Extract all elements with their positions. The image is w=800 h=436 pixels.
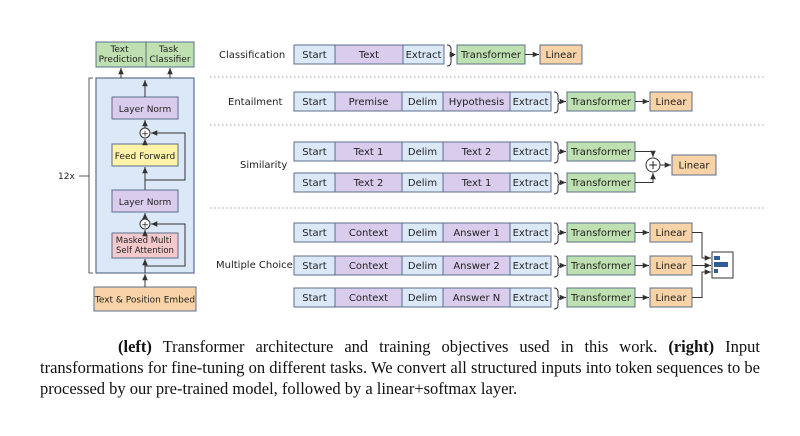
classification-token-1-label: Text <box>358 50 379 61</box>
caption-right-label: (right) <box>668 337 715 356</box>
task-label-entailment: Entailment <box>228 97 282 108</box>
similarity_1-token-4 <box>509 141 552 162</box>
similarity-add-label: + <box>648 158 658 172</box>
classification-transformer-label: Transformer <box>460 50 522 61</box>
mc-transformer-2-label: Transformer <box>570 261 632 272</box>
caption-left-text: Transformer architecture and training ob… <box>151 337 669 356</box>
bracket <box>446 44 455 67</box>
flow-arrow <box>692 269 711 298</box>
mc_1-token-1-label: Context <box>349 228 388 239</box>
mc-transformer-1-label: Transformer <box>570 228 632 239</box>
mc_3-token-0-label: Start <box>302 293 327 304</box>
softmax-bar-icon <box>714 256 720 260</box>
similarity_2-token-4-label: Extract <box>513 178 549 189</box>
bracket <box>553 91 562 114</box>
entailment-transformer-label: Transformer <box>570 97 632 108</box>
entailment-linear <box>649 91 693 112</box>
mc-linear-3-label: Linear <box>655 293 687 304</box>
classification-token-2-label: Extract <box>406 50 442 61</box>
caption-left-label: (left) <box>118 337 152 356</box>
mc_2-token-4-label: Extract <box>513 261 549 272</box>
classification-linear <box>539 44 583 65</box>
mc_1-token-0-label: Start <box>302 228 327 239</box>
flow-arrow <box>635 173 656 183</box>
mc_3-token-3-label: Answer N <box>453 293 501 304</box>
residual-add-top-label: + <box>141 130 149 140</box>
bracket <box>553 141 562 164</box>
caption-right-text: Input transformations for fine-tuning on… <box>40 337 760 398</box>
entailment-token-4 <box>509 91 552 112</box>
mc-linear-2-label: Linear <box>655 261 687 272</box>
similarity-transformer-2-label: Transformer <box>570 178 632 189</box>
mc_2-token-2-label: Delim <box>408 261 437 272</box>
task-label-classification: Classification <box>219 50 285 61</box>
mc_2-token-0-label: Start <box>302 261 327 272</box>
feed-forward-label: Feed Forward <box>115 152 176 162</box>
mc_1-token-3-label: Answer 1 <box>453 228 499 239</box>
residual-add-bottom-label: + <box>141 221 149 231</box>
flow-arrow <box>635 150 656 157</box>
layer-norm-top-label: Layer Norm <box>119 105 172 115</box>
entailment-token-1-label: Premise <box>349 97 389 108</box>
layer-norm-bottom-label: Layer Norm <box>119 198 172 208</box>
similarity_2-token-0-label: Start <box>302 178 327 189</box>
layer-norm-bottom <box>111 189 179 213</box>
similarity_1-token-2-label: Delim <box>408 147 437 158</box>
softmax-bar-icon <box>714 269 718 273</box>
repeat-count: 12x <box>58 172 75 182</box>
masked-self-attention-label: Masked Multi Self Attention <box>116 236 174 256</box>
bracket <box>553 287 562 310</box>
similarity-linear <box>671 154 717 176</box>
mc_2-token-1-label: Context <box>349 261 388 272</box>
similarity_2-token-2-label: Delim <box>408 178 437 189</box>
bracket <box>553 255 562 278</box>
softmax-bar-icon <box>714 262 728 267</box>
bracket <box>553 222 562 245</box>
bracket <box>553 172 562 195</box>
entailment-token-3-label: Hypothesis <box>449 97 505 108</box>
entailment-token-0-label: Start <box>302 97 327 108</box>
similarity_2-token-3-label: Text 1 <box>461 178 492 189</box>
text-prediction-label: Text Prediction <box>99 45 144 65</box>
similarity_2-token-1-label: Text 2 <box>353 178 384 189</box>
task-label-multiple_choice: Multiple Choice <box>216 260 293 271</box>
entailment-token-4-label: Extract <box>513 97 549 108</box>
mc_3-token-4 <box>509 287 552 308</box>
mc_3-token-4-label: Extract <box>513 293 549 304</box>
mc-transformer-3-label: Transformer <box>570 293 632 304</box>
similarity_1-token-0-label: Start <box>302 147 327 158</box>
classification-token-2 <box>402 44 445 65</box>
masked-self-attention-block <box>111 232 179 259</box>
flow-arrow <box>692 232 711 261</box>
text-position-embed-label: Text & Position Embed <box>94 296 195 306</box>
task-classifier-head <box>145 41 195 68</box>
text-prediction-head <box>95 41 147 68</box>
mc_1-token-4 <box>509 222 552 243</box>
task-label-similarity: Similarity <box>240 160 287 171</box>
mc_1-token-2-label: Delim <box>408 228 437 239</box>
mc_2-token-3-label: Answer 2 <box>453 261 499 272</box>
similarity_1-token-1-label: Text 1 <box>353 147 384 158</box>
figure-caption: (left) Transformer architecture and trai… <box>40 336 760 399</box>
mc_3-token-1-label: Context <box>349 293 388 304</box>
task-classifier-label: Task Classifier <box>149 45 190 65</box>
gpt-diagram: Text Prediction Task Classifier Layer No… <box>58 41 765 312</box>
text-position-embed <box>93 286 197 312</box>
similarity-transformer-1-label: Transformer <box>570 147 632 158</box>
classification-linear-label: Linear <box>545 50 577 61</box>
transformer-architecture: Text Prediction Task Classifier Layer No… <box>58 41 197 312</box>
similarity_1-token-3-label: Text 2 <box>461 147 492 158</box>
mc-linear-1-label: Linear <box>655 228 687 239</box>
entailment-token-2-label: Delim <box>408 97 437 108</box>
classification-token-0-label: Start <box>302 50 327 61</box>
mc_3-token-2-label: Delim <box>408 293 437 304</box>
entailment-linear-label: Linear <box>655 97 687 108</box>
similarity-linear-label: Linear <box>678 161 710 172</box>
mc_1-token-4-label: Extract <box>513 228 549 239</box>
similarity_1-token-4-label: Extract <box>513 147 549 158</box>
similarity_2-token-4 <box>509 172 552 193</box>
mc_2-token-4 <box>509 255 552 276</box>
